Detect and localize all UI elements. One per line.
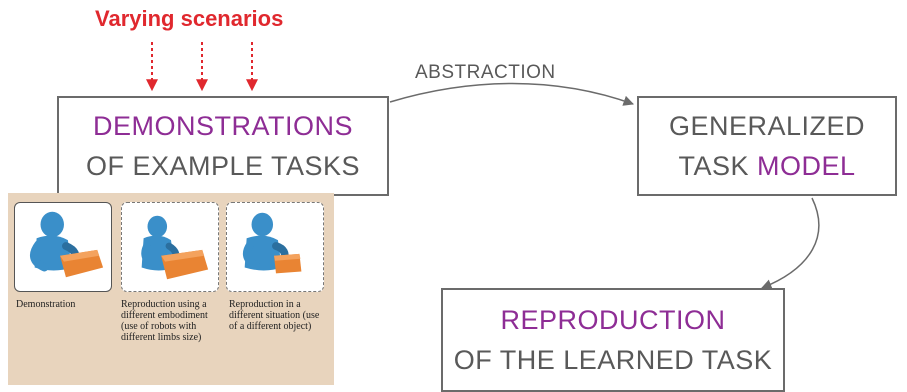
varying-scenarios-label: Varying scenarios	[95, 6, 284, 31]
robot-carrying-box-icon	[29, 211, 104, 278]
demonstrations-subtitle: OF EXAMPLE TASKS	[85, 151, 361, 181]
reproduction-box: REPRODUCTION OF THE LEARNED TASK	[441, 288, 785, 392]
reproduction-title: REPRODUCTION	[500, 305, 726, 335]
abstraction-arrow	[389, 82, 634, 106]
generalized-model-box: GENERALIZED TASK MODEL	[637, 96, 897, 196]
demonstrations-title: DEMONSTRATIONS	[92, 111, 353, 141]
scenario-caption-demonstration: Demonstration	[16, 299, 76, 310]
scenario-demonstration-image	[14, 202, 112, 292]
generalized-subtitle-highlight: MODEL	[757, 151, 856, 181]
robot-carrying-box-icon	[242, 212, 302, 274]
generalized-subtitle: TASK MODEL	[678, 146, 855, 186]
reproduction-subtitle: OF THE LEARNED TASK	[453, 345, 773, 375]
scenario-illustration-panel: Demonstration Reproduction using a diffe…	[8, 193, 334, 385]
generalized-title: GENERALIZED	[668, 111, 866, 141]
demonstrations-box: DEMONSTRATIONS OF EXAMPLE TASKS	[57, 96, 389, 196]
robot-carrying-box-icon	[141, 215, 209, 280]
scenario-caption-situation: Reproduction in a different situation (u…	[229, 299, 320, 332]
scenario-situation-image	[226, 202, 324, 292]
generalized-subtitle-prefix: TASK	[678, 151, 757, 181]
varying-scenario-arrows	[146, 42, 258, 92]
scenario-caption-embodiment: Reproduction using a different embodimen…	[121, 299, 208, 343]
model-to-reproduction-arrow	[761, 197, 820, 290]
scenario-embodiment-image	[121, 202, 219, 292]
abstraction-label: ABSTRACTION	[415, 62, 556, 83]
